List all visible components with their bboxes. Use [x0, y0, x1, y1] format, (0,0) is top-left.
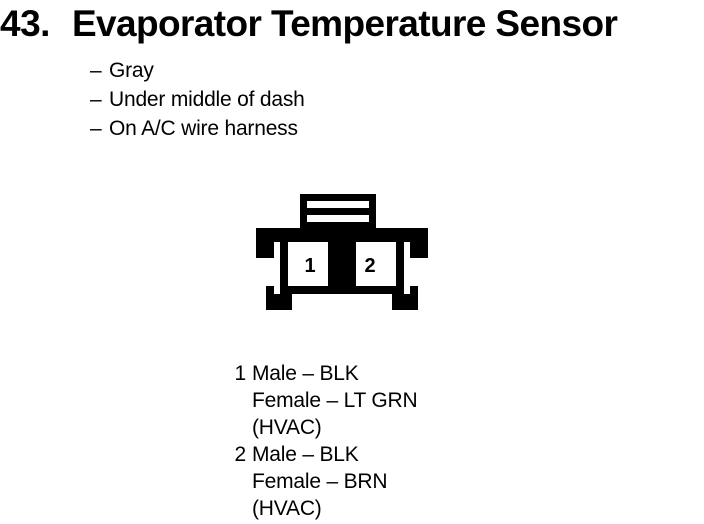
pin-system-note: (HVAC): [252, 497, 322, 520]
pin-wire-female: Female – BRN: [252, 470, 388, 493]
description-item-label: Gray: [109, 59, 154, 82]
connector-left-wall: [280, 242, 288, 294]
description-item-color: –Gray: [90, 56, 510, 85]
pin-legend-row: Female – BRN: [226, 468, 526, 495]
item-number: 43.: [0, 3, 50, 44]
cavity-1-number: 1: [304, 255, 315, 277]
description-item-harness: –On A/C wire harness: [90, 114, 510, 143]
description-item-label: On A/C wire harness: [109, 117, 298, 140]
connector-diagram: 1 2: [252, 190, 432, 315]
dash-bullet-icon: –: [90, 117, 102, 140]
connector-right-wall: [396, 242, 404, 294]
description-item-location: –Under middle of dash: [90, 85, 510, 114]
pin-legend-row: (HVAC): [226, 414, 526, 441]
pin-number: 1: [234, 362, 247, 385]
connector-outline-icon: 1 2: [256, 194, 428, 310]
description-list: –Gray –Under middle of dash –On A/C wire…: [90, 56, 510, 143]
cavity-divider: [335, 228, 343, 290]
pin-system-note: (HVAC): [252, 416, 322, 439]
pin-wire-male: Male – BLK: [252, 362, 359, 385]
lock-tab-slot-upper: [307, 201, 369, 208]
connector-right-foot-base: [402, 302, 418, 310]
component-name: Evaporator Temperature Sensor: [71, 3, 618, 44]
dash-bullet-icon: –: [90, 88, 102, 111]
pin-wire-female: Female – LT GRN: [252, 389, 418, 412]
connector-right-shoulder: [410, 228, 418, 258]
pin-number: 2: [234, 443, 247, 466]
pin-wire-male: Male – BLK: [252, 443, 359, 466]
page-title: 43. Evaporator Temperature Sensor: [0, 2, 704, 46]
connector-left-foot: [266, 286, 274, 310]
pin-legend-row: Female – LT GRN: [226, 387, 526, 414]
connector-right-foot: [410, 286, 418, 310]
pin-legend-row: (HVAC): [226, 495, 526, 522]
connector-left-shoulder: [266, 228, 274, 258]
connector-lock-tab: [300, 194, 376, 230]
cavity-2-void: [356, 242, 418, 294]
cavity-2-number: 2: [364, 255, 375, 277]
description-item-label: Under middle of dash: [109, 88, 305, 111]
connector-left-foot-base: [266, 302, 282, 310]
dash-bullet-icon: –: [90, 59, 102, 82]
cavity-1-void: [266, 242, 328, 294]
lock-tab-slot-lower: [307, 215, 369, 222]
